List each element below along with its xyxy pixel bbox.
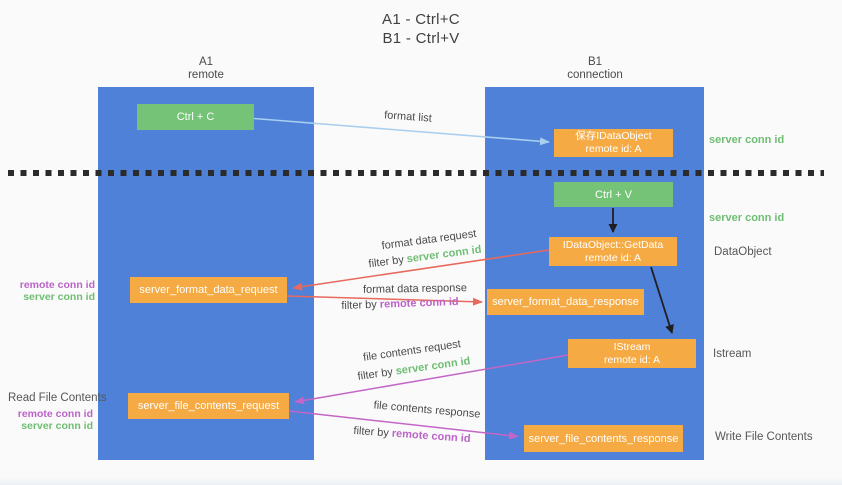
getdata-line2: remote id: A <box>584 251 642 264</box>
node-server-file-contents-response: server_file_contents_response <box>524 425 683 452</box>
server-conn-id-left-bottom-label: server conn id <box>21 420 93 432</box>
format-request-label: server_format_data_request <box>139 284 278 296</box>
filter-by-prefix-1: filter by <box>367 253 405 271</box>
node-ctrl-c: Ctrl + C <box>137 104 254 130</box>
read-file-contents-label: Read File Contents <box>8 392 107 404</box>
istream-line1: IStream <box>613 340 651 353</box>
lane-b1-subtitle: connection <box>567 69 623 81</box>
file-contents-response-label: file contents response <box>373 399 481 421</box>
format-response-label: server_format_data_response <box>492 296 639 308</box>
left-mid-conn-ids: remote conn id server conn id <box>5 279 95 303</box>
filter-by-prefix-2: filter by <box>341 298 378 313</box>
getdata-line1: IDataObject::GetData <box>562 238 664 251</box>
dataobject-label: DataObject <box>714 246 772 258</box>
server-conn-id-top-label: server conn id <box>709 134 785 146</box>
node-save-idataobject: 保存IDataObject remote id: A <box>554 129 673 157</box>
title-line-2: B1 - Ctrl+V <box>382 30 460 47</box>
title-line-1: A1 - Ctrl+C <box>382 11 460 28</box>
server-conn-id-left-mid-label: server conn id <box>23 291 95 303</box>
file-request-label: server_file_contents_request <box>137 400 280 412</box>
istream-side-label: Istream <box>713 348 752 360</box>
lane-header-b1: B1 connection <box>487 56 703 82</box>
node-ctrl-v: Ctrl + V <box>554 182 673 207</box>
remote-conn-id-mid-label: remote conn id <box>19 279 95 291</box>
server-conn-id-mid-label: server conn id <box>709 212 785 224</box>
filter-by-prefix-4: filter by <box>353 424 390 440</box>
write-file-contents-label: Write File Contents <box>715 431 813 443</box>
save-idataobject-line2: remote id: A <box>585 143 642 155</box>
ctrl-v-label: Ctrl + V <box>595 188 632 201</box>
format-data-response-label: format data response <box>362 282 468 296</box>
filter-remote-conn-id-value-1: remote conn id <box>379 295 459 311</box>
ctrl-c-label: Ctrl + C <box>176 111 215 123</box>
save-idataobject-line1: 保存IDataObject <box>575 130 652 142</box>
diagram-title: A1 - Ctrl+C B1 - Ctrl+V <box>0 10 842 48</box>
format-list-label: format list <box>383 109 433 125</box>
file-response-label: server_file_contents_response <box>528 432 679 445</box>
lane-a1-subtitle: remote <box>188 69 224 81</box>
lane-a1-title: A1 <box>198 56 214 68</box>
lane-b1-title: B1 <box>587 56 603 68</box>
bottom-edge-strip <box>0 477 842 485</box>
filter-by-prefix-3: filter by <box>356 366 394 383</box>
filter-server-conn-id-value-2: server conn id <box>394 355 472 378</box>
lane-header-a1: A1 remote <box>98 56 314 82</box>
istream-line2: remote id: A <box>603 353 661 366</box>
node-server-format-data-request: server_format_data_request <box>130 277 287 303</box>
node-server-format-data-response: server_format_data_response <box>487 289 644 315</box>
node-istream: IStream remote id: A <box>568 339 696 368</box>
node-server-file-contents-request: server_file_contents_request <box>128 393 289 419</box>
left-bottom-conn-ids: remote conn id server conn id <box>5 408 93 432</box>
filter-remote-conn-id-value-2: remote conn id <box>391 427 471 446</box>
node-idataobject-getdata: IDataObject::GetData remote id: A <box>549 237 677 266</box>
remote-conn-id-bottom-label: remote conn id <box>17 408 93 420</box>
